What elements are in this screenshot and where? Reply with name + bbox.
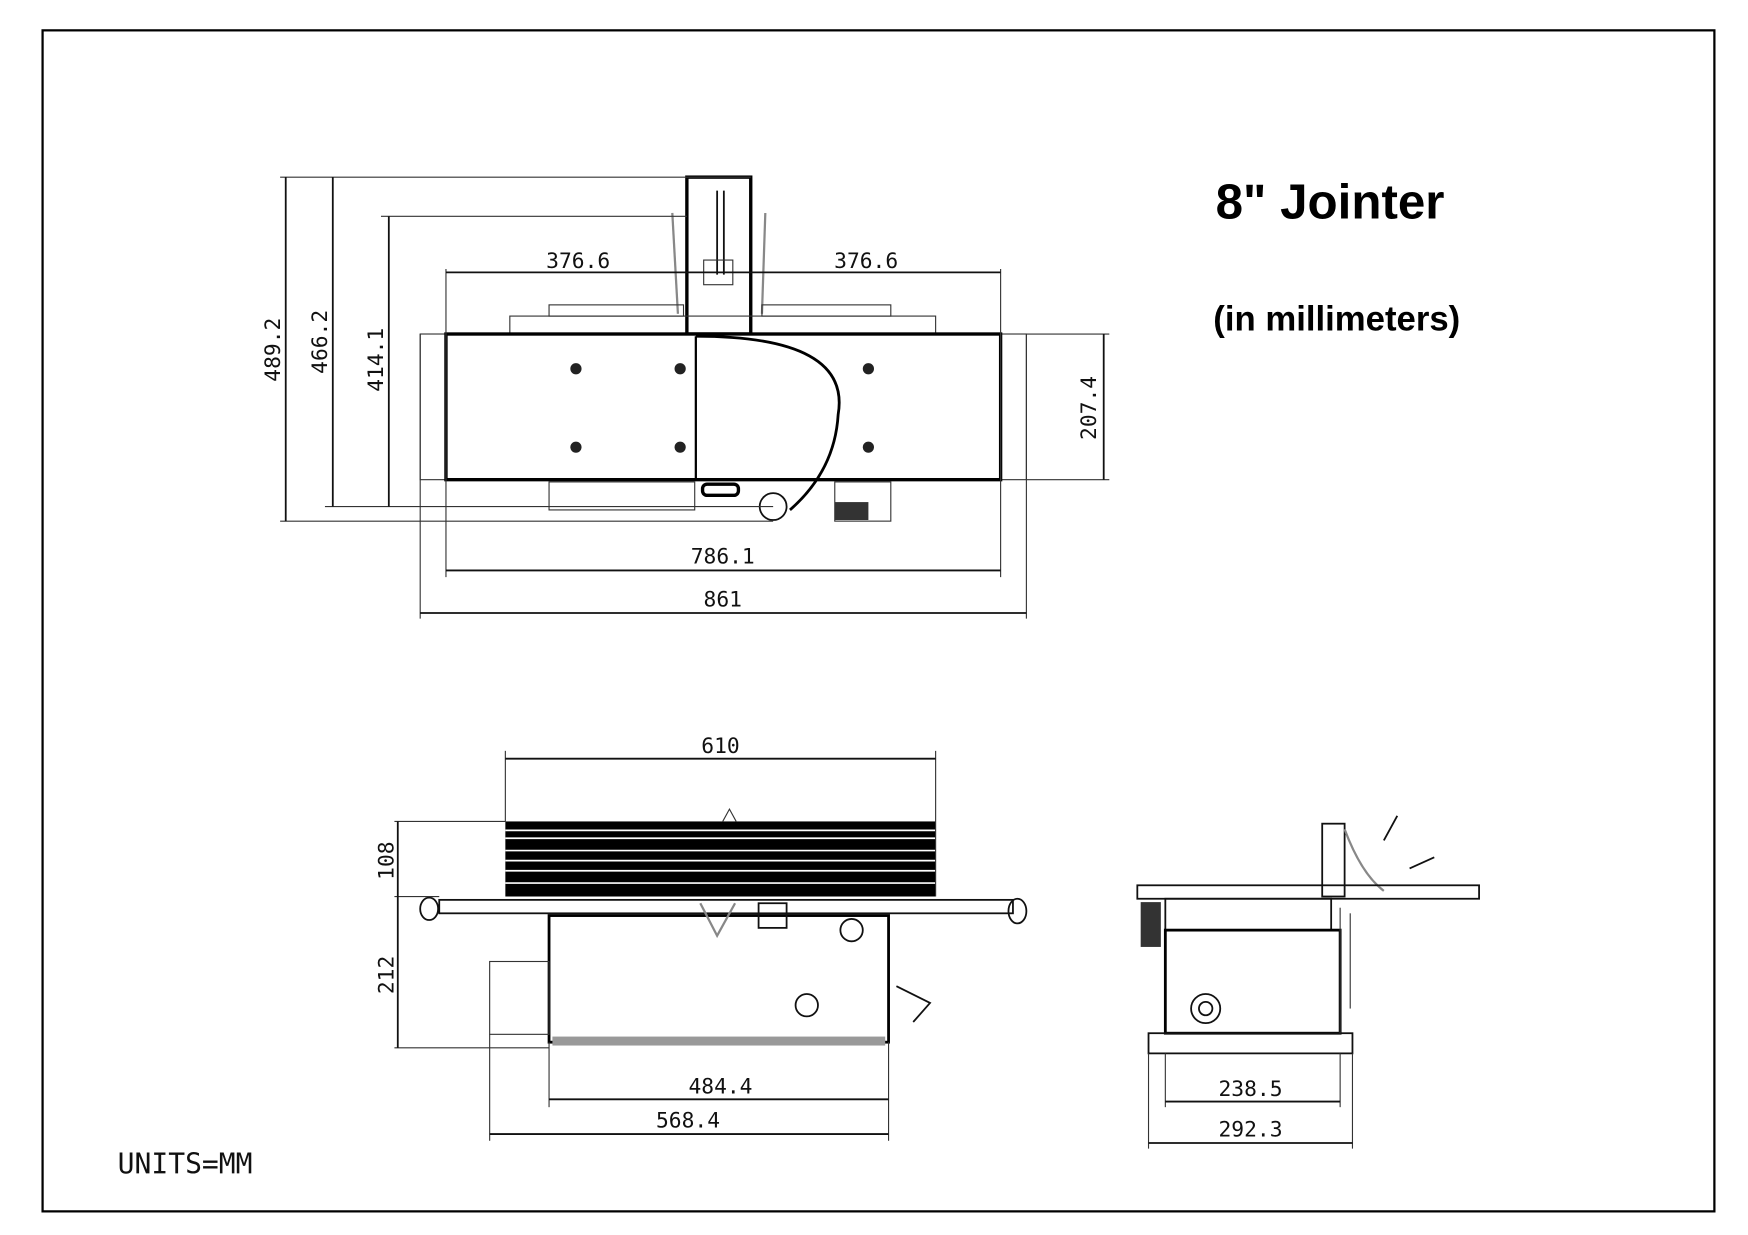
dim-overall-depth: 489.2 [261,318,286,382]
dim-side-overall-width: 292.3 [1218,1117,1282,1142]
dust-chute [489,960,550,1035]
drawing-title: 8" Jointer [1216,175,1445,230]
dim-depth-3: 414.1 [364,328,389,392]
units-note: UNITS=MM [118,1147,253,1180]
drawing-frame [41,29,1716,1213]
side-fence [1321,822,1346,898]
dim-fence-length: 610 [701,734,739,759]
side-table [1136,884,1480,900]
fence-upright [685,175,753,336]
cutterhead-guard [695,334,841,511]
dim-right-half: 376.6 [834,249,898,274]
fence [505,821,936,897]
dim-base-length: 484.4 [688,1075,752,1100]
dim-base-height: 212 [374,956,399,994]
dim-fence-height: 108 [374,841,399,879]
front-view: 610 108 212 484.4 568.4 [374,734,1028,1141]
dim-depth-2: 466.2 [308,310,333,374]
side-base-body [1163,928,1342,1035]
dim-left-half: 376.6 [546,249,610,274]
drawing-subtitle: (in millimeters) [1213,301,1460,339]
top-view: 489.2 466.2 414.1 207.4 376.6 376.6 786.… [261,175,1110,619]
table-top [444,332,1003,482]
dim-side-base-width: 238.5 [1218,1077,1282,1102]
dim-overall-length: 861 [704,587,742,612]
dim-overall-base-length: 568.4 [656,1108,720,1133]
dim-table-width: 207.4 [1077,376,1102,440]
dim-table-length: 786.1 [691,545,755,570]
side-view: 238.5 292.3 [1136,815,1480,1149]
